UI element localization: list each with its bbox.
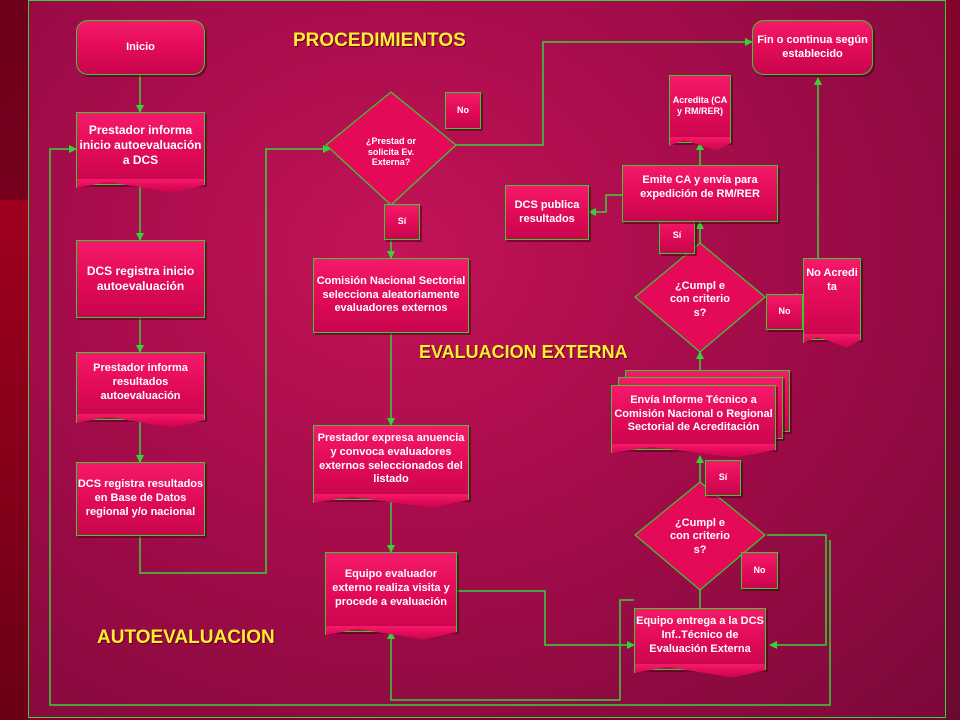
node-fin: Fin o continua según establecido: [752, 20, 873, 75]
node-prestador-informa-resultados: Prestador informa resultados autoevaluac…: [76, 352, 205, 420]
node-si-3: Sí: [659, 218, 695, 254]
node-equipo-realiza: Equipo evaluador externo realiza visita …: [325, 552, 457, 632]
title-evaluacion-externa: EVALUACION EXTERNA: [419, 342, 628, 362]
node-dcs-registra-resultados: DCS registra resultados en Base de Datos…: [76, 462, 205, 536]
node-no-acredita: No Acredi ta: [803, 258, 861, 340]
node-emite-ca: Emite CA y envía para expedición de RM/R…: [622, 165, 778, 222]
node-acredita: Acredita (CA y RM/RER): [669, 75, 731, 143]
title-procedimientos: PROCEDIMIENTOS: [293, 30, 466, 51]
node-no-1: No: [445, 92, 481, 129]
node-equipo-entrega: Equipo entrega a la DCS Inf..Técnico de …: [634, 608, 766, 670]
node-dcs-registra-inicio: DCS registra inicio autoevaluación: [76, 240, 205, 318]
node-prestador-informa-inicio: Prestador informa inicio autoevaluación …: [76, 112, 205, 185]
left-accent-strip: [0, 200, 28, 720]
label-cumple-2: ¿Cumpl e con criterio s?: [670, 280, 730, 319]
node-comision-selecciona: Comisión Nacional Sectorial selecciona a…: [313, 258, 469, 333]
title-autoevaluacion: AUTOEVALUACION: [97, 627, 275, 648]
node-envia-informe: Envía Informe Técnico a Comisión Naciona…: [611, 385, 776, 450]
node-no-2: No: [741, 552, 778, 589]
node-dcs-publica: DCS publica resultados: [505, 185, 589, 240]
label-cumple-1: ¿Cumpl e con criterio s?: [670, 517, 730, 556]
node-no-3: No: [766, 294, 803, 330]
node-si-2: Sí: [705, 460, 741, 496]
label-prestador-solicita: ¿Prestad or solicita Ev. Externa?: [365, 135, 416, 168]
node-inicio: Inicio: [76, 20, 205, 75]
node-si-1: Sí: [384, 204, 420, 240]
node-prestador-expresa: Prestador expresa anuencia y convoca eva…: [313, 425, 469, 500]
